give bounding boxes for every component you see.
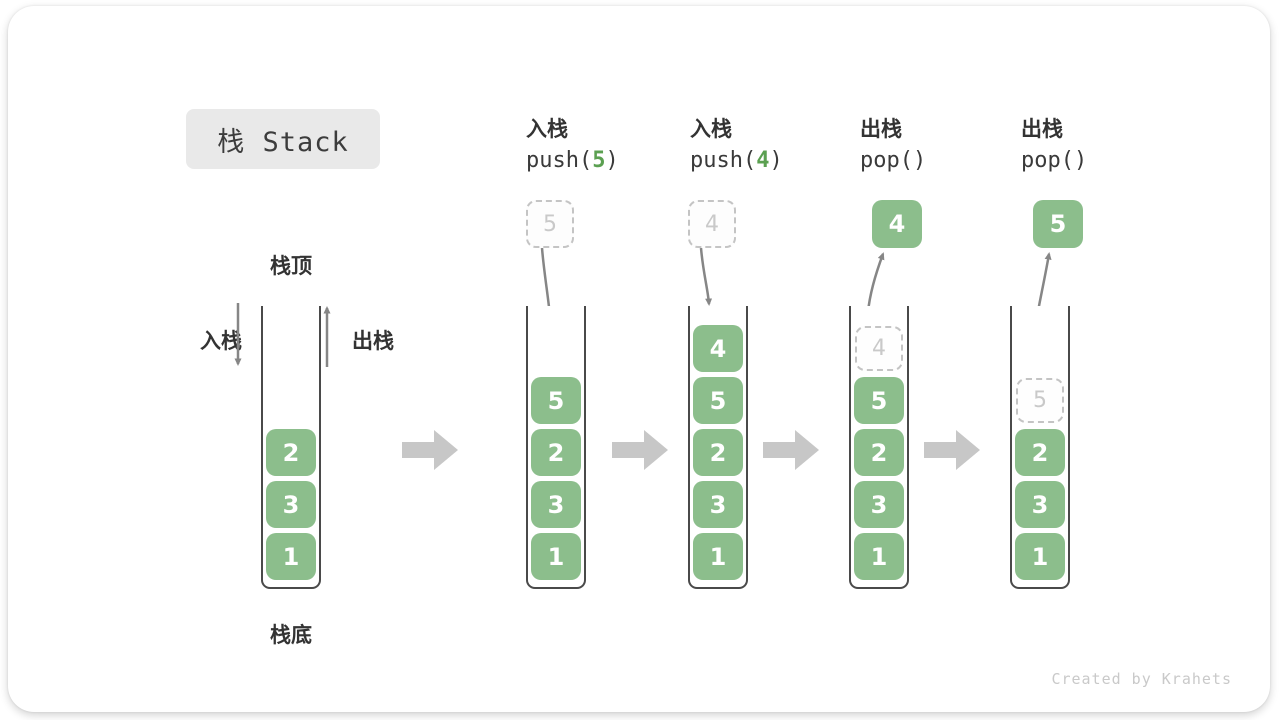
- step-2-floating-value: 4: [688, 200, 736, 248]
- code-pre: pop(: [860, 148, 913, 173]
- transition-arrow-icon: [612, 430, 668, 470]
- step-1-stack-cell-2: 2: [531, 429, 581, 476]
- initial-stack-cell-3: 3: [266, 481, 316, 528]
- step-3-stack-cell-2: 2: [854, 429, 904, 476]
- step-1-stack-cell-5: 5: [531, 377, 581, 424]
- step-3-code: pop(): [860, 148, 926, 173]
- step-2-code: push(4): [690, 148, 783, 173]
- step-3-floating-value: 4: [872, 200, 922, 248]
- initial-stack-cell-1: 1: [266, 533, 316, 580]
- step-1-stack-cell-3: 3: [531, 481, 581, 528]
- code-post: ): [769, 148, 783, 173]
- transition-arrow-icon: [924, 430, 980, 470]
- watermark: Created by Krahets: [1051, 670, 1232, 688]
- pop-label: 出栈: [352, 329, 394, 353]
- transition-arrow-icon: [402, 430, 458, 470]
- pop4-arrow: [866, 252, 885, 313]
- push4-arrow: [699, 247, 713, 306]
- code-pre: pop(: [1021, 148, 1074, 173]
- step-4-stack-cell-5: 5: [1016, 378, 1064, 423]
- step-3-stack-cell-1: 1: [854, 533, 904, 580]
- step-4-operation-label: 出栈: [1021, 117, 1063, 141]
- step-4-stack-cell-2: 2: [1015, 429, 1065, 476]
- code-arg: 4: [756, 148, 770, 173]
- stack-top-label: 栈顶: [270, 254, 312, 278]
- step-2-stack-cell-4: 4: [693, 325, 743, 372]
- step-4-stack-cell-1: 1: [1015, 533, 1065, 580]
- step-1-code: push(5): [526, 148, 619, 173]
- step-4-code: pop(): [1021, 148, 1087, 173]
- step-3-stack-cell-5: 5: [854, 377, 904, 424]
- step-4-floating-value: 5: [1033, 200, 1083, 248]
- initial-stack-cell-2: 2: [266, 429, 316, 476]
- code-post: ): [605, 148, 619, 173]
- transition-arrow-icon: [763, 430, 819, 470]
- step-2-stack-cell-2: 2: [693, 429, 743, 476]
- step-4-stack-cell-3: 3: [1015, 481, 1065, 528]
- code-pre: push(: [526, 148, 593, 173]
- step-3-stack-cell-3: 3: [854, 481, 904, 528]
- title-badge: 栈 Stack: [186, 109, 380, 169]
- step-3-operation-label: 出栈: [860, 117, 902, 141]
- step-3-stack-cell-4: 4: [855, 326, 903, 371]
- step-1-operation-label: 入栈: [526, 117, 568, 141]
- code-post: ): [912, 148, 927, 173]
- step-2-stack-cell-1: 1: [693, 533, 743, 580]
- code-arg: 5: [592, 148, 606, 173]
- step-2-operation-label: 入栈: [690, 117, 732, 141]
- code-pre: push(: [690, 148, 757, 173]
- title-text: 栈 Stack: [217, 126, 349, 158]
- step-1-stack-cell-1: 1: [531, 533, 581, 580]
- push-label: 入栈: [200, 329, 242, 353]
- code-post: ): [1073, 148, 1088, 173]
- step-2-stack-cell-5: 5: [693, 377, 743, 424]
- stack-bottom-label: 栈底: [270, 623, 312, 647]
- step-1-floating-value: 5: [526, 200, 574, 248]
- step-2-stack-cell-3: 3: [693, 481, 743, 528]
